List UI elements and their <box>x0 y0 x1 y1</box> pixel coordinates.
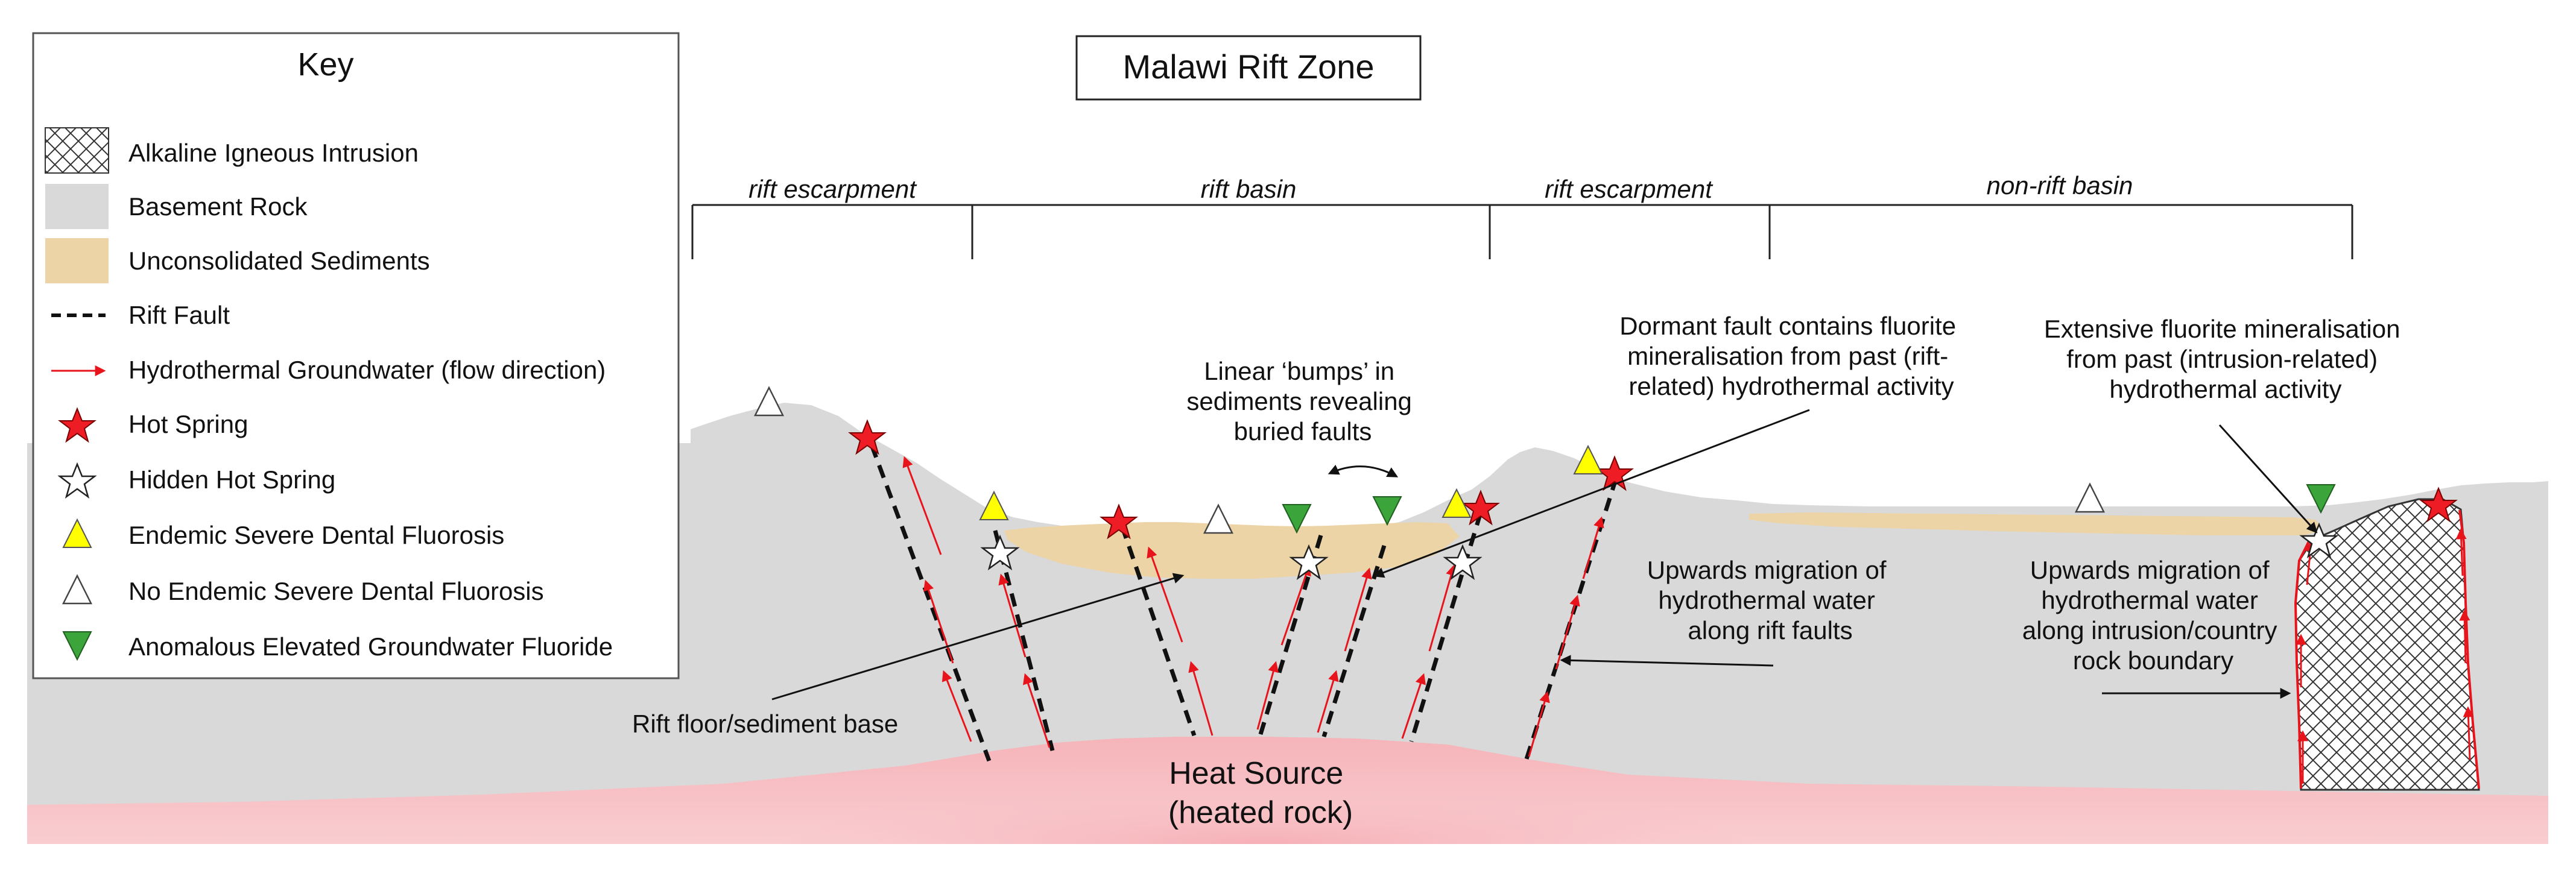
hot-spring-icon <box>1595 455 1634 491</box>
flow-arrow <box>1528 691 1550 757</box>
linear-bumps-double-arrow <box>1328 464 1399 477</box>
key-label: Hot Spring <box>128 410 248 438</box>
hot-spring-icon <box>848 419 887 455</box>
hidden-hot-spring-icon <box>1443 544 1483 581</box>
fluorosis-markers <box>979 444 1603 520</box>
key-label: Hydrothermal Groundwater (flow direction… <box>128 356 606 384</box>
key-box <box>32 32 680 679</box>
key-label: Alkaline Igneous Intrusion <box>128 139 419 167</box>
green-inverted-triangle-icon <box>1282 504 1312 534</box>
yellow-triangle-icon <box>1573 444 1603 474</box>
region-label-rift-basin: rift basin <box>1201 175 1297 203</box>
rift-basin-sediment <box>1004 522 1460 579</box>
flow-arrow <box>1280 564 1311 646</box>
flow-arrow <box>1147 546 1183 643</box>
green-inverted-triangle-icon <box>2306 484 2336 514</box>
key-label: Rift Fault <box>128 301 230 329</box>
key-label: No Endemic Severe Dental Fluorosis <box>128 577 544 605</box>
green-inverted-triangle-icon <box>62 631 92 661</box>
hot-spring-icon <box>2419 487 2458 523</box>
red-star-icon <box>58 407 97 443</box>
hidden-hot-springs <box>980 522 2339 581</box>
key-label: Hidden Hot Spring <box>128 465 335 494</box>
white-triangle-icon <box>2074 482 2106 513</box>
annotation-dormant-fault: Dormant fault contains fluorite minerali… <box>1619 312 1963 400</box>
flow-arrow <box>1401 673 1426 739</box>
flow-arrow <box>1256 661 1279 730</box>
green-inverted-triangle-icon <box>1372 496 1402 526</box>
flow-arrow <box>941 670 972 742</box>
flow-arrow <box>1582 516 1604 579</box>
white-triangle-icon <box>62 574 93 605</box>
flow-arrow <box>902 456 942 555</box>
key-label: Basement Rock <box>128 192 308 221</box>
no-fluorosis-markers <box>753 386 2106 534</box>
flow-arrow <box>1023 673 1051 748</box>
yellow-triangle-icon <box>979 490 1009 520</box>
sand-swatch-icon <box>45 238 109 283</box>
hot-springs <box>848 419 2458 540</box>
annotation-linear-bumps: Linear ‘bumps’ in sediments revealing bu… <box>1186 357 1419 446</box>
flow-arrow <box>2455 528 2467 576</box>
key-label: Endemic Severe Dental Fluorosis <box>128 521 504 549</box>
annotation-extensive-fluorite: Extensive fluorite mineralisation from p… <box>2044 315 2407 403</box>
dormant-fault-pointer <box>1373 409 1810 578</box>
upwards-rift-pointer <box>1560 655 1774 667</box>
non-rift-sediment <box>1749 512 2322 535</box>
region-bracket <box>691 204 2353 259</box>
hidden-hot-spring-icon <box>1289 544 1329 581</box>
flow-arrow <box>923 579 954 664</box>
white-triangle-icon <box>753 386 785 417</box>
flow-arrow <box>1344 567 1372 652</box>
key-label: Anomalous Elevated Groundwater Fluoride <box>128 632 613 661</box>
key-heading: Key <box>297 46 353 83</box>
annotation-heat-source: Heat Source (heated rock) <box>1168 756 1353 830</box>
hidden-hot-spring-icon <box>980 534 1020 571</box>
region-label-rift-escarpment-left: rift escarpment <box>748 175 917 203</box>
yellow-triangle-icon <box>1441 488 1472 518</box>
flow-arrow <box>1317 670 1339 733</box>
white-triangle-icon <box>1203 503 1234 534</box>
heat-source-glow <box>784 743 1749 844</box>
hot-spring-icon <box>1100 503 1138 540</box>
hot-spring-icon <box>1461 490 1500 526</box>
white-star-icon <box>57 462 97 499</box>
extensive-fluorite-pointer <box>2218 424 2318 534</box>
flow-arrow <box>998 573 1027 658</box>
rift-fault <box>869 444 992 762</box>
yellow-triangle-icon <box>62 518 92 548</box>
annotation-upwards-rift: Upwards migration of hydrothermal water … <box>1647 556 1894 644</box>
fluoride-markers <box>1282 484 2336 534</box>
page-title: Malawi Rift Zone <box>1122 48 1374 86</box>
key-label: Unconsolidated Sediments <box>128 247 430 275</box>
annotation-rift-floor: Rift floor/sediment base <box>632 710 898 738</box>
crosshatch-swatch-icon <box>45 127 109 174</box>
title-box <box>1075 35 1422 101</box>
annotation-upwards-intrusion: Upwards migration of hydrothermal water … <box>2022 556 2284 675</box>
hydrothermal-flow-arrows <box>902 456 2474 784</box>
flow-arrow <box>2463 706 2474 760</box>
flow-arrow <box>1188 661 1214 736</box>
flow-arrow <box>2459 610 2470 664</box>
region-label-rift-escarpment-right: rift escarpment <box>1545 175 1714 203</box>
flow-arrow <box>1555 594 1580 670</box>
rift-floor-pointer <box>771 573 1185 701</box>
rift-fault <box>1119 524 1197 737</box>
grey-swatch-icon <box>45 184 109 229</box>
rift-fault <box>993 530 1055 751</box>
rift-fault <box>1409 511 1483 743</box>
region-label-non-rift-basin: non-rift basin <box>1987 171 2133 200</box>
hidden-hot-spring-icon <box>2299 522 2339 559</box>
flow-arrow <box>1428 564 1457 652</box>
